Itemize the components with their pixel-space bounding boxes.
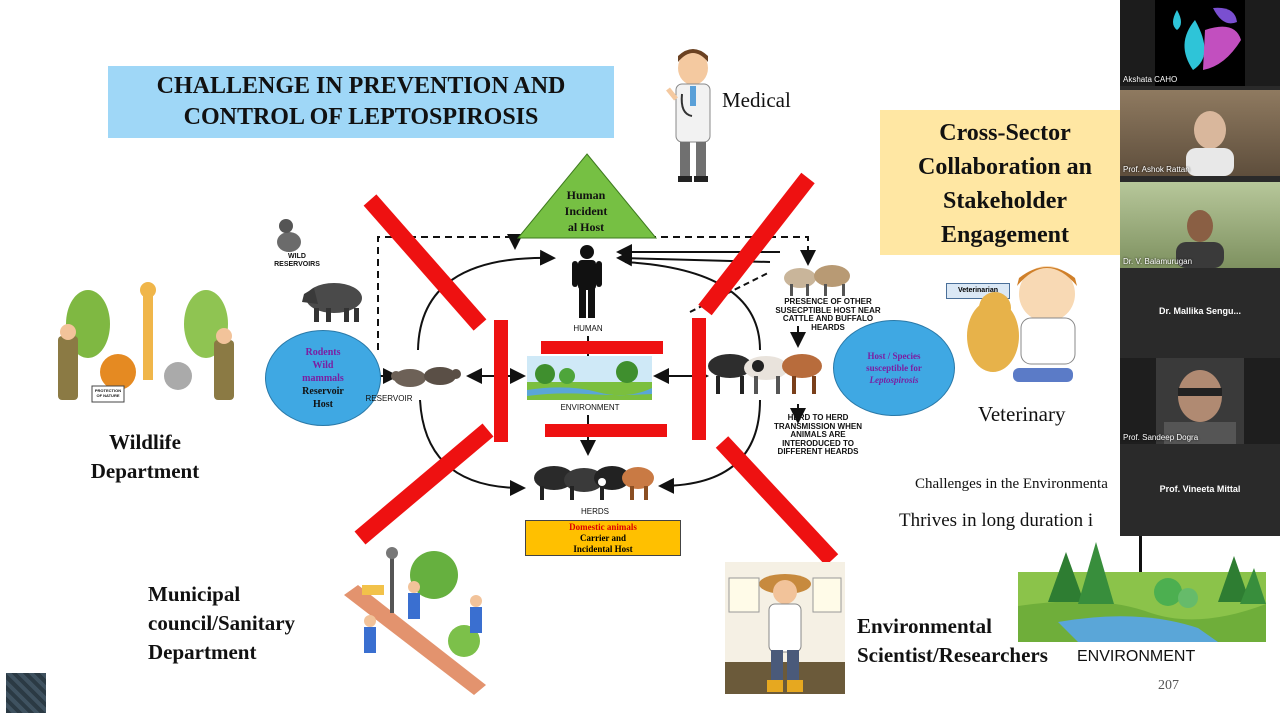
veterinarian-illustration (967, 266, 1077, 382)
slide-thumbnail[interactable] (6, 673, 46, 713)
slide-title: CHALLENGE IN PREVENTION AND CONTROL OF L… (108, 66, 614, 138)
veterinary-label: Veterinary (978, 402, 1066, 426)
reservoir-host-ellipse: Rodents Wild mammals Reservoir Host (265, 330, 381, 426)
wild-reservoir-icon (277, 219, 301, 252)
other-hosts-illustration (784, 265, 850, 296)
participant-video-icon (1186, 111, 1234, 176)
domestic-animals-box: Domestic animals Carrier and Incidental … (525, 520, 681, 556)
thrives-text: Thrives in long duration i (899, 510, 1094, 531)
connector-line (1139, 536, 1142, 574)
participant-name: Dr. V. Balamurugan (1123, 257, 1193, 266)
participants-panel: Akshata CAHO Prof. Ashok Rattan Dr. V. B… (1120, 0, 1280, 536)
rodents-illustration (391, 367, 461, 387)
participant-tile[interactable]: Prof. Vineeta Mittal (1120, 448, 1280, 534)
participant-tile[interactable]: Prof. Ashok Rattan (1120, 90, 1280, 176)
herds-label: HERDS (580, 507, 609, 516)
environmental-scientist-illustration (725, 562, 845, 694)
sanitation-illustration (344, 547, 486, 695)
diagram-connectors (354, 172, 839, 566)
participant-name: Prof. Vineeta Mittal (1159, 484, 1241, 494)
protection-sign: PROTECTION OF NATURE (94, 388, 122, 398)
participant-name: Akshata CAHO (1123, 75, 1178, 84)
participant-tile[interactable]: Dr. Mallika Sengu... (1120, 270, 1280, 356)
environment-label: ENVIRONMENT (560, 403, 620, 412)
human-host-label: Human Incident al Host (564, 188, 608, 234)
herds-illustration (534, 466, 654, 500)
page-number: 207 (1158, 678, 1179, 693)
wild-reservoirs-label: WILD RESERVOIRS (274, 253, 320, 268)
environment-landscape (1018, 542, 1266, 642)
human-host-triangle (516, 153, 658, 239)
caho-logo-icon (1155, 0, 1245, 86)
cattle-illustration (708, 354, 822, 394)
medical-label: Medical (722, 88, 791, 112)
wildlife-department-label: Wildlife Department (90, 430, 200, 483)
wild-boar-illustration (302, 283, 362, 322)
environment-scene (527, 356, 652, 400)
herd-note: HERD TO HERD TRANSMISSION WHEN ANIMALS A… (774, 413, 862, 456)
presence-note: PRESENCE OF OTHER SUSECPTIBLE HOST NEAR … (775, 297, 881, 332)
participant-tile[interactable]: Akshata CAHO (1120, 0, 1280, 86)
environment-caption: ENVIRONMENT (1077, 648, 1196, 665)
participant-name: Prof. Sandeep Dogra (1123, 433, 1199, 442)
participant-photo-icon (1156, 358, 1244, 444)
human-label: HUMAN (573, 324, 603, 333)
participant-tile[interactable]: Prof. Sandeep Dogra (1120, 358, 1280, 444)
human-silhouette (572, 245, 602, 318)
participant-video-icon (1176, 210, 1224, 268)
environmental-scientist-label: Environmental Scientist/Researchers (857, 614, 1048, 667)
participant-name: Dr. Mallika Sengu... (1158, 306, 1242, 316)
susceptible-host-ellipse: Host / Species susceptible for Leptospir… (833, 320, 955, 416)
environment-challenges-text: Challenges in the Environmenta (915, 476, 1108, 492)
municipal-label: Municipal council/Sanitary Department (148, 582, 296, 664)
reservoir-label: RESERVOIR (365, 394, 413, 403)
doctor-illustration (666, 49, 711, 182)
wildlife-illustration (58, 282, 234, 403)
participant-tile[interactable]: Dr. V. Balamurugan (1120, 182, 1280, 268)
cross-sector-box: Cross-Sector Collaboration an Stakeholde… (880, 110, 1130, 255)
participant-name: Prof. Ashok Rattan (1123, 165, 1190, 174)
